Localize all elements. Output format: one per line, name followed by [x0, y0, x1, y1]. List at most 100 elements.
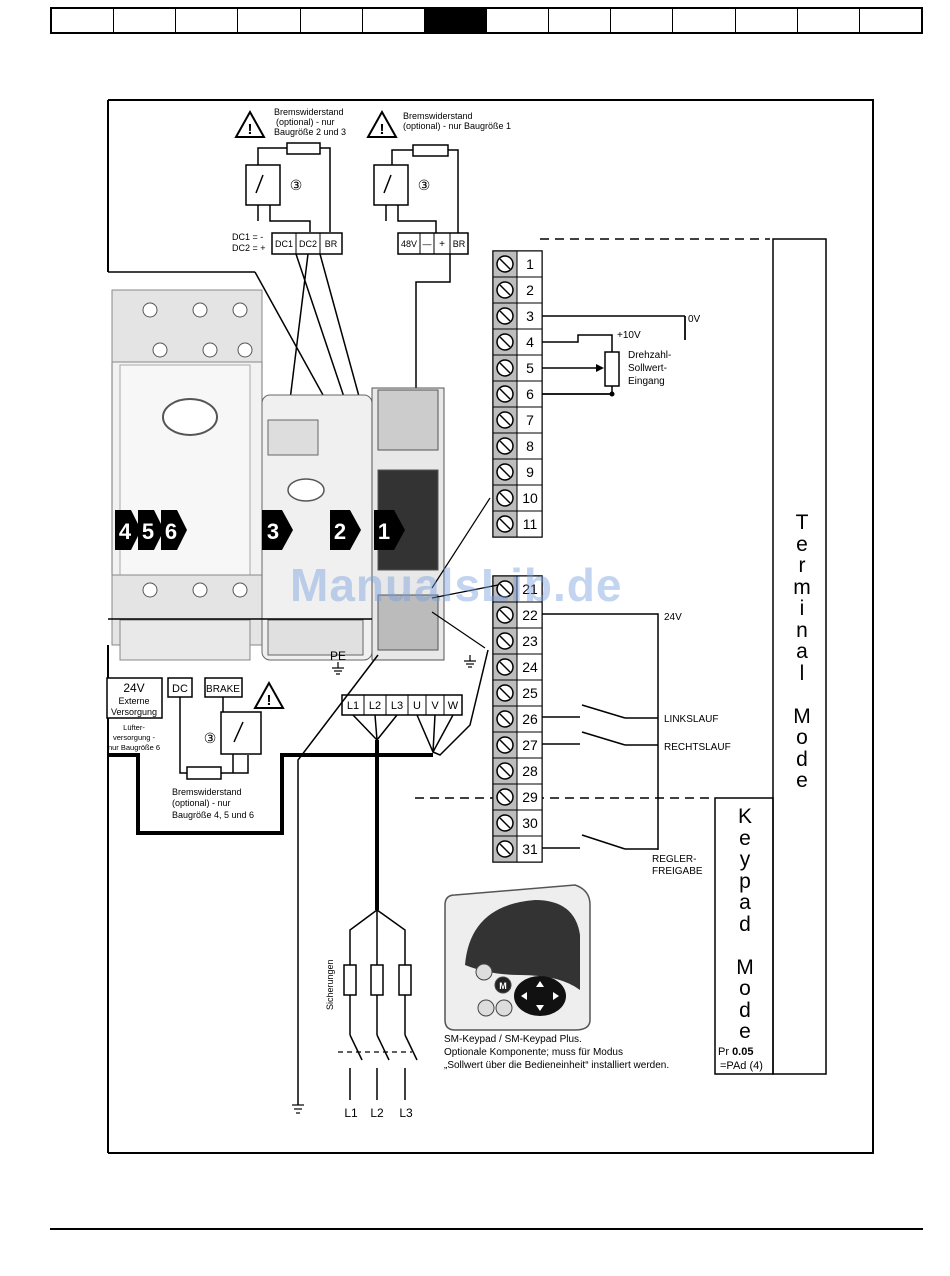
watermark-logo: ManualsLib.de [290, 559, 623, 611]
mode-label-letter: e [739, 1020, 751, 1043]
signal-regler-line1: REGLER- [652, 854, 696, 865]
terminal-mode-box [772, 238, 827, 1075]
control-terminal: 25 [492, 679, 543, 707]
mode-label-letter: e [796, 532, 808, 556]
brake-bottom-line3: Baugröße 4, 5 und 6 [172, 810, 254, 820]
control-terminal: 29 [492, 783, 543, 811]
chapter-tab-13[interactable] [798, 9, 860, 32]
power-terminal-u: U [413, 700, 421, 712]
frame-number-4: 4 [119, 519, 132, 544]
ext24-voltage: 24V [123, 681, 144, 695]
warning-icon: ! [253, 680, 285, 709]
power-terminal-block: L1 L2 L3 U V W [341, 694, 463, 716]
thermal-relay-bottom [220, 711, 262, 755]
dc1-label: DC1 = - [232, 232, 263, 242]
terminal-number-label: 31 [522, 841, 538, 857]
dc48-terminal-minus: — [423, 239, 432, 249]
pr-value: 0.05 [732, 1046, 753, 1058]
chapter-tab-2[interactable] [114, 9, 177, 32]
mode-label-letter: d [796, 747, 808, 771]
terminal-screw-icon [496, 710, 514, 728]
brake-label-line2: (optional) - nur [276, 117, 335, 127]
frame-number-3: 3 [267, 519, 279, 544]
fan-supply-line2: versorgung - [113, 733, 156, 742]
power-terminal-l2: L2 [369, 700, 381, 712]
brake-label-line2: (optional) - nur Baugröße 1 [403, 121, 511, 131]
terminal-screw-icon [496, 788, 514, 806]
brake-resistor-top-right [412, 144, 449, 157]
control-terminal: 6 [492, 380, 543, 408]
dc-box-label: DC [172, 683, 188, 695]
chapter-tab-10[interactable] [611, 9, 674, 32]
terminal-number-label: 7 [526, 412, 534, 428]
brake-bottom-line2: (optional) - nur [172, 798, 231, 808]
terminal-screw-icon [496, 255, 514, 273]
chapter-tab-5[interactable] [301, 9, 363, 32]
terminal-number-label: 2 [526, 282, 534, 298]
terminal-number-label: 1 [526, 256, 534, 272]
control-terminal: 10 [492, 484, 543, 512]
signal-rechtslauf: RECHTSLAUF [664, 742, 731, 753]
chapter-tab-1[interactable] [52, 9, 115, 32]
warning-icon: ! [234, 109, 266, 138]
drive-size-2-3-illustration [261, 394, 373, 661]
terminal-screw-icon [496, 411, 514, 429]
speed-ref-line3: Eingang [628, 376, 665, 387]
svg-text:!: ! [267, 692, 272, 709]
terminal-screw-icon [496, 684, 514, 702]
dc-terminal-dc1: DC1 [275, 239, 293, 249]
thermal-relay-top-right [373, 164, 409, 206]
mains-l1: L1 [344, 1106, 358, 1120]
ground-icon [464, 655, 476, 668]
terminal-screw-icon [496, 281, 514, 299]
signal-24v: 24V [664, 612, 682, 623]
terminal-screw-icon [496, 489, 514, 507]
control-terminal: 27 [492, 731, 543, 759]
dc-terminal-block: DC1 DC2 BR [271, 232, 343, 255]
terminal-number-label: 11 [523, 516, 538, 532]
fuse-l3 [398, 964, 412, 996]
chapter-tab-12[interactable] [736, 9, 798, 32]
mode-label-letter: e [796, 769, 808, 792]
terminal-screw-icon [496, 658, 514, 676]
dc48-terminal-48v: 48V [401, 239, 417, 249]
brake-label-line3: Baugröße 2 und 3 [274, 127, 346, 137]
control-terminal: 28 [492, 757, 543, 785]
frame-size-markers: 4 5 6 3 2 1 [115, 510, 405, 550]
control-terminal: 23 [492, 627, 543, 655]
chapter-tab-9[interactable] [549, 9, 612, 32]
signal-linkslauf: LINKSLAUF [664, 714, 718, 725]
terminal-screw-icon [496, 840, 514, 858]
dc48-terminal-plus: + [439, 239, 445, 250]
fuse-l2 [370, 964, 384, 996]
speed-potentiometer [604, 351, 620, 387]
fuses-label: Sicherungen [325, 959, 335, 1010]
terminal-screw-icon [496, 463, 514, 481]
chapter-tab-8[interactable] [487, 9, 550, 32]
chapter-tab-11[interactable] [673, 9, 736, 32]
pr-setting: =PAd (4) [720, 1060, 763, 1072]
mode-label-letter: r [798, 554, 806, 577]
chapter-tab-4[interactable] [238, 9, 301, 32]
terminal-number-label: 8 [526, 438, 534, 454]
mode-label-letter: T [795, 511, 809, 534]
fan-supply-line3: nur Baugröße 6 [108, 743, 160, 752]
terminal-screw-icon [496, 814, 514, 832]
chapter-tab-7[interactable] [424, 9, 487, 32]
frame-number-6: 6 [165, 519, 177, 544]
chapter-tab-3[interactable] [176, 9, 239, 32]
control-terminal: 7 [492, 406, 543, 434]
signal-regler-line2: FREIGABE [652, 866, 703, 877]
terminal-screw-icon [496, 359, 514, 377]
control-terminal: 26 [492, 705, 543, 733]
terminal-number-label: 3 [526, 308, 534, 324]
chapter-tab-6[interactable] [363, 9, 425, 32]
brake-label-line1: Bremswiderstand [403, 111, 473, 121]
speed-ref-line1: Drehzahl- [628, 350, 671, 361]
control-terminal: 31 [492, 835, 543, 863]
mode-label-letter: o [739, 977, 751, 1000]
